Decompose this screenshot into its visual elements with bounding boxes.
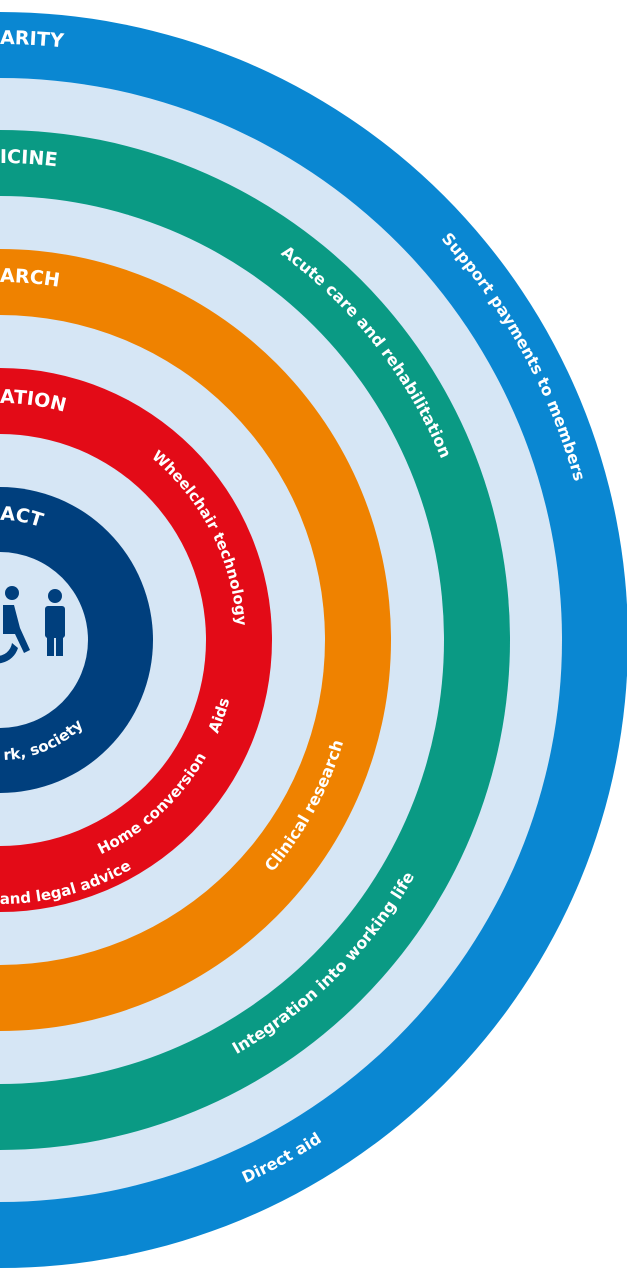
ring-title-solidarity: ARITY	[0, 27, 65, 52]
ring-title-medicine: ICINE	[0, 146, 59, 171]
standing-person-icon	[45, 589, 65, 656]
ring-center	[0, 552, 88, 728]
wheelchair-user-icon	[0, 586, 30, 664]
